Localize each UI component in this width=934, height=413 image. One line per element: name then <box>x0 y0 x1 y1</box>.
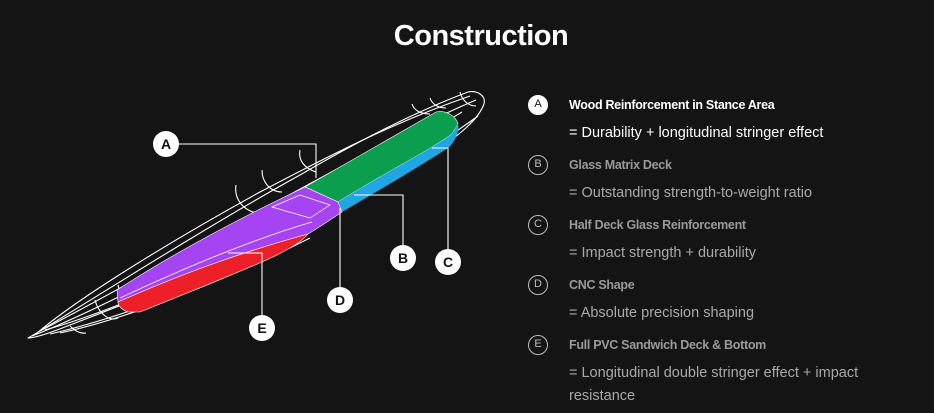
layer-cnc-purple <box>116 186 343 303</box>
legend-desc-a: = Durability + longitudinal stringer eff… <box>569 125 824 141</box>
legend-title-b: Glass Matrix Deck <box>569 158 672 172</box>
marker-c-label: C <box>443 254 453 270</box>
marker-d: D <box>327 287 353 313</box>
board-diagram: A B C D E <box>27 91 485 341</box>
marker-d-label: D <box>335 292 345 308</box>
legend-desc-e: = Longitudinal double stringer effect + … <box>569 365 859 404</box>
legend-title-d: CNC Shape <box>569 278 635 292</box>
legend-badge-b: B <box>528 155 548 175</box>
legend-badge-c: C <box>528 215 548 235</box>
legend-title-c: Half Deck Glass Reinforcement <box>569 218 746 232</box>
marker-a: A <box>153 131 179 157</box>
marker-b: B <box>390 245 416 271</box>
legend-title-a: Wood Reinforcement in Stance Area <box>569 98 775 112</box>
marker-b-label: B <box>398 250 408 266</box>
layer-glass-blue <box>338 124 459 212</box>
marker-a-label: A <box>161 136 171 152</box>
legend-badge-e: E <box>528 335 548 355</box>
legend-badge-d: D <box>528 275 548 295</box>
marker-e: E <box>249 315 275 341</box>
callout-lines <box>176 143 449 328</box>
legend-desc-c: = Impact strength + durability <box>569 245 756 261</box>
legend-badge-a: A <box>528 95 548 115</box>
marker-e-label: E <box>257 320 266 336</box>
legend-desc-d: = Absolute precision shaping <box>569 305 755 321</box>
legend-title-e: Full PVC Sandwich Deck & Bottom <box>569 338 766 352</box>
marker-c: C <box>435 249 461 275</box>
page-title: Construction <box>393 20 569 52</box>
legend-desc-b: = Outstanding strength-to-weight ratio <box>569 185 813 201</box>
